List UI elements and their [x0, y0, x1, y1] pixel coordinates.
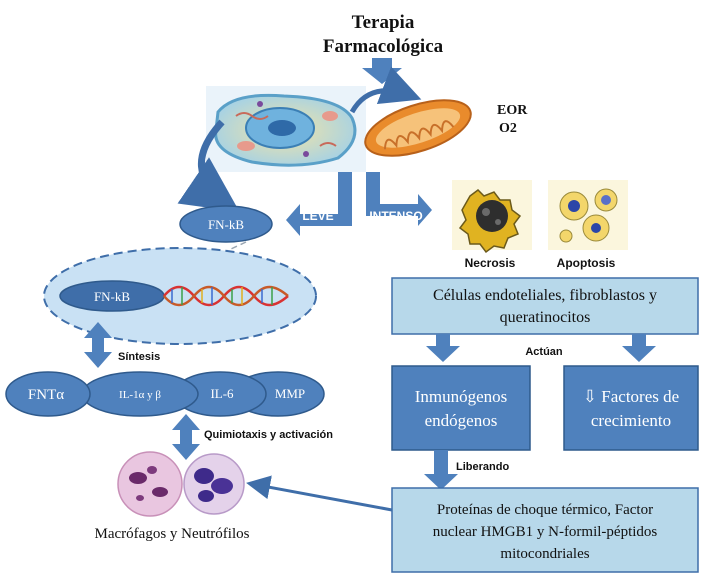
actuan-arrow-left [426, 334, 460, 362]
cells-caption: Macrófagos y Neutrófilos [95, 526, 250, 542]
sintesis-double-arrow [84, 322, 112, 368]
celulas-line1: Células endoteliales, fibroblastos y [433, 287, 657, 304]
intenso-arrow [366, 172, 432, 226]
inmunogenos-line1: Inmunógenos [415, 387, 508, 406]
cell-to-fnkb-arrow [177, 119, 240, 212]
necrosis-label: Necrosis [465, 256, 516, 270]
quimiotaxis-double-arrow [172, 414, 200, 460]
factores-line1: ⇩ Factores de [583, 387, 679, 406]
leve-label: LEVE [302, 209, 333, 223]
apoptosis-image [548, 180, 628, 250]
liberando-label: Liberando [456, 461, 509, 473]
fnkb-top-node [179, 205, 273, 243]
quimiotaxis-label: Quimiotaxis y activación [204, 429, 333, 441]
eor-label: EOR [497, 103, 528, 118]
fnkb-top-label: FN-kB [208, 217, 244, 232]
cytokine-label-fnt: FNTα [28, 387, 64, 403]
actuan-label: Actúan [525, 346, 563, 358]
leve-arrow [286, 172, 352, 236]
cytokine-label-il6: IL-6 [210, 386, 234, 401]
intenso-label: INTENSO [369, 209, 422, 223]
cytokine-node-fnt [5, 371, 91, 417]
fnkb-nucleus-label: FN-kB [94, 289, 130, 304]
apoptosis-label: Apoptosis [557, 256, 616, 270]
fnkb-dashed-arrow [159, 241, 247, 283]
celulas-line2: queratinocitos [500, 309, 591, 326]
cell-illustration [206, 86, 366, 172]
proteinas-box [391, 487, 699, 573]
necrosis-image [452, 180, 532, 254]
cytokine-label-il1: IL-1α y β [119, 389, 161, 401]
sintesis-label: Síntesis [118, 351, 160, 363]
inmunogenos-line2: endógenos [425, 411, 498, 430]
mitochondrion-illustration [364, 99, 472, 157]
proteinas-line2: nuclear HMGB1 y N-formil-péptidos [433, 524, 658, 540]
title-line2: Farmacológica [323, 36, 444, 57]
dna-helix-icon [163, 285, 289, 307]
o2-label: O2 [499, 121, 517, 136]
actuan-arrow-right [622, 334, 656, 362]
nucleus-region [43, 247, 317, 345]
cytokine-label-mmp: MMP [275, 386, 305, 401]
macrophage-image [117, 451, 183, 517]
title-down-arrow [362, 58, 402, 84]
proteinas-line1: Proteínas de choque térmico, Factor [437, 502, 653, 518]
neutrophil-image [183, 453, 245, 515]
title-line1: Terapia [352, 12, 415, 33]
liberando-arrow [424, 450, 458, 490]
proteinas-to-cells-arrow [246, 475, 393, 512]
celulas-box [391, 277, 699, 335]
cell-to-mito-arrow [349, 66, 422, 114]
factores-line2: crecimiento [591, 411, 671, 430]
proteinas-line3: mitocondriales [500, 546, 589, 562]
factores-box [563, 365, 699, 451]
inmunogenos-box [391, 365, 531, 451]
